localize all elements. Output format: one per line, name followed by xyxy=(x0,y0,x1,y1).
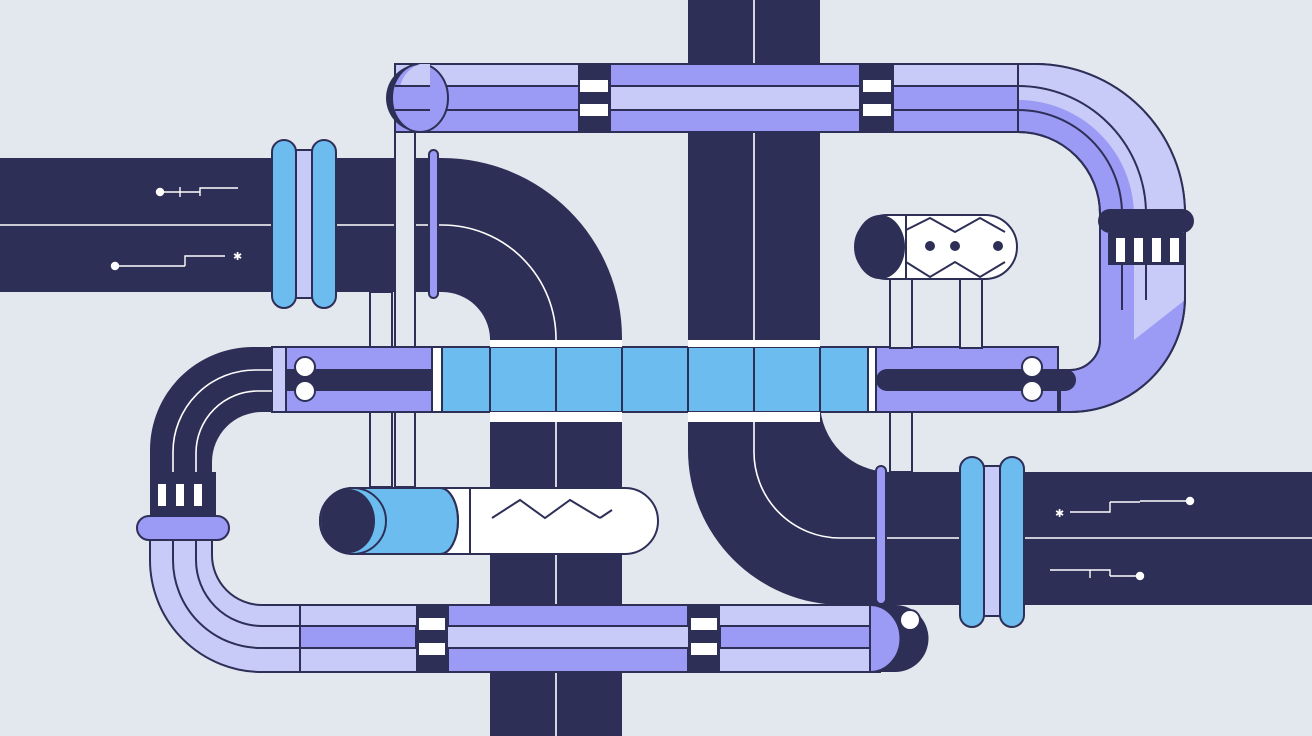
pipe-gauge-icon-lower xyxy=(319,487,659,555)
lower-lavender-pipe xyxy=(136,347,929,674)
top-lavender-pipe xyxy=(386,63,1186,413)
pipe-flange-icon xyxy=(875,456,1025,628)
svg-text:✱: ✱ xyxy=(233,250,242,263)
circuit-trace-icon: ✱ xyxy=(110,187,242,271)
pipe-flange-icon xyxy=(271,139,439,309)
svg-text:✱: ✱ xyxy=(1055,507,1064,520)
pipe-collar xyxy=(578,64,610,132)
pipe-gauge-icon xyxy=(854,214,1018,349)
pipe-flange-icon xyxy=(1098,209,1194,265)
middle-horizontal-pipe xyxy=(271,340,1076,422)
pipe-collar xyxy=(860,64,894,132)
circuit-trace-icon-right: ✱ xyxy=(1050,496,1195,581)
